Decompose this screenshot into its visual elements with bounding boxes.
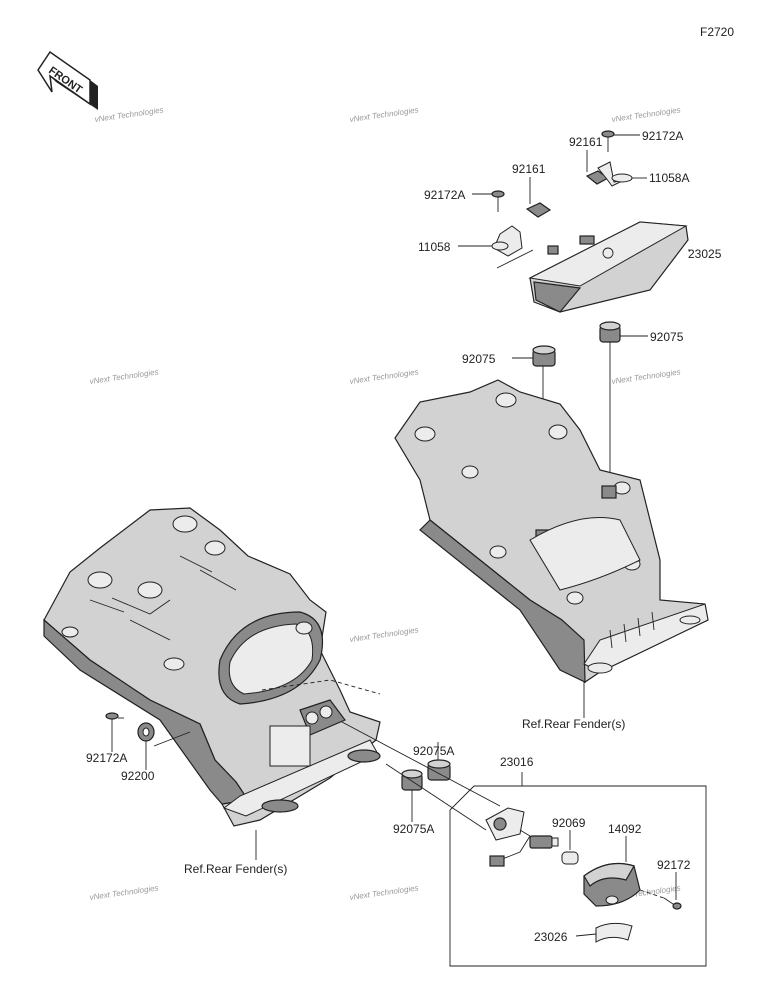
lens-14092-icon [583,863,641,907]
rear-fender-upper-icon [394,379,709,684]
screw-92172-icon [663,897,682,910]
front-arrow-icon: FRONT [37,50,98,110]
grommet-92075A-top-icon [427,759,451,781]
grommet-92075A-bottom-icon [401,769,423,791]
watermark: vNext Technologies [349,625,419,644]
washer-92200-icon [137,722,155,742]
figure-code: F2720 [700,25,734,39]
watermark: vNext Technologies [349,367,419,386]
label-92172A-low: 92172A [86,751,127,765]
tail-lamp-23025-icon [528,221,689,313]
label-92075A-bot: 92075A [393,822,434,836]
label-11058A: 11058A [649,171,689,185]
label-14092: 14092 [608,822,642,836]
label-ref-lower: Ref.Rear Fender(s) [184,862,287,876]
screw-92172A-low-icon [105,712,124,732]
label-92161-a: 92161 [569,135,603,149]
label-92172: 92172 [657,858,691,872]
label-92075-r: 92075 [650,330,684,344]
label-92161-b: 92161 [512,162,546,176]
bulb-92069-icon [561,851,579,865]
socket-icon [529,835,559,849]
watermark: vNext Technologies [611,105,681,124]
license-lamp-housing-icon [485,807,531,867]
grommet-92075-left-icon [532,345,556,367]
rear-fender-lower-icon [43,507,381,827]
label-92200: 92200 [121,769,155,783]
screw-92172A-top-icon [601,130,615,152]
screw-92172A-mid-icon [491,190,505,212]
bracket-11058A-icon [597,161,633,187]
clip-92161-left-icon [525,202,552,218]
label-11058: 11058 [418,240,451,254]
bracket-11058-icon [491,225,523,257]
watermark: vNext Technologies [349,105,419,124]
label-23026: 23026 [534,930,568,944]
label-92069: 92069 [552,816,586,830]
label-23025: 23025 [688,247,722,261]
label-92172A-top: 92172A [642,129,683,143]
label-92075A-top: 92075A [413,744,454,758]
watermark: vNext Technologies [611,367,681,386]
watermark: vNext Technologies [94,105,164,124]
watermark: vNext Technologies [349,883,419,902]
watermark: vNext Technologies [89,883,159,902]
watermark: vNext Technologies [89,367,159,386]
label-92172A-mid: 92172A [424,188,465,202]
label-ref-upper: Ref.Rear Fender(s) [522,717,625,731]
label-92075-l: 92075 [462,352,496,366]
grommet-92075-right-icon [599,321,621,343]
pad-23026-icon [595,922,633,943]
label-23016: 23016 [500,755,534,769]
